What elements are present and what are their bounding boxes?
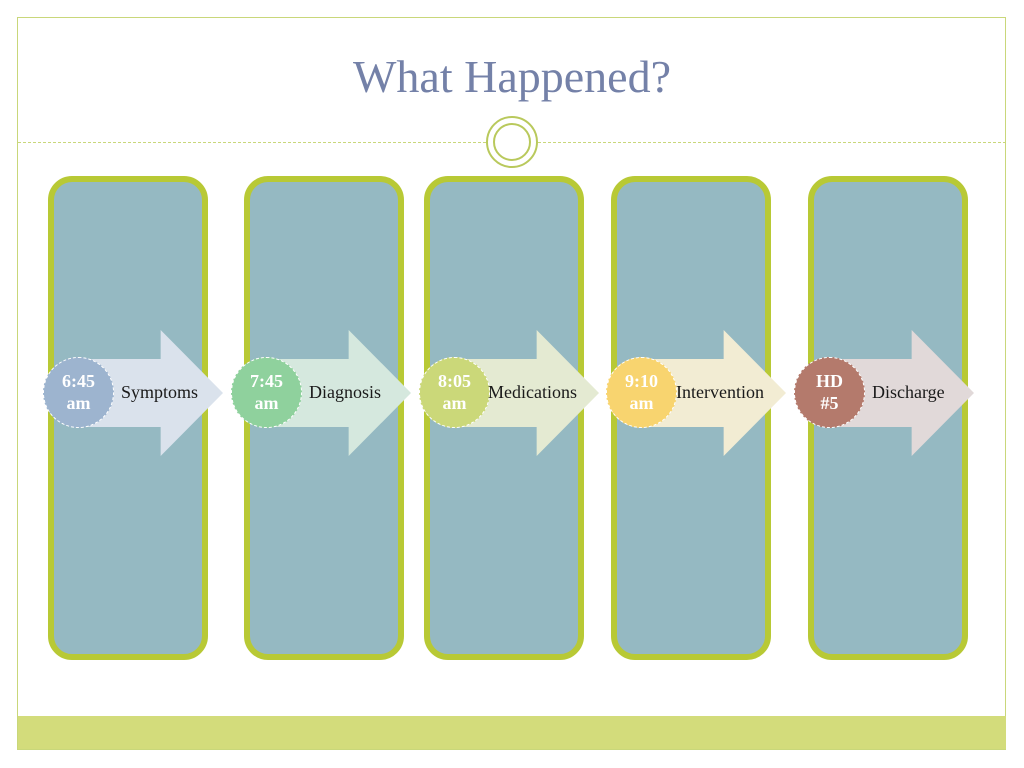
- footer-bar: [18, 716, 1006, 749]
- step-label-5: Discharge: [872, 382, 945, 402]
- step-label-1: Symptoms: [121, 382, 199, 402]
- step-label-4: Intervention: [676, 382, 764, 402]
- time-circle-4: 9:10 am: [606, 357, 677, 428]
- time-circle-1: 6:45 am: [43, 357, 114, 428]
- time-circle-2: 7:45 am: [231, 357, 302, 428]
- ring-ornament: [486, 116, 538, 168]
- time-circle-5: HD #5: [794, 357, 865, 428]
- time-circle-3: 8:05 am: [419, 357, 490, 428]
- ring-ornament-inner: [493, 123, 531, 161]
- slide-title: What Happened?: [352, 51, 671, 102]
- step-label-3: Medications: [488, 382, 577, 402]
- step-label-2: Diagnosis: [309, 382, 381, 402]
